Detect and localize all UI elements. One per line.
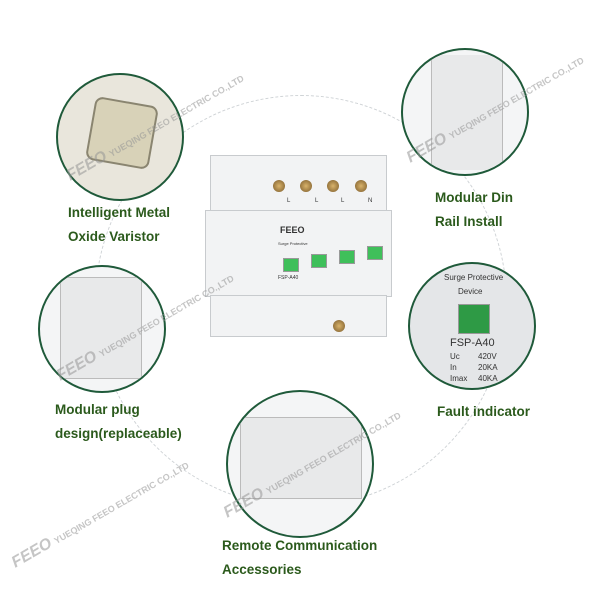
fault-indicator-detail-image: Surge Protective Device FSP-A40 Uc 420V … <box>408 262 536 390</box>
varistor-detail-image <box>56 73 184 201</box>
din-rail-detail-image <box>401 48 529 176</box>
feature-label-fault-indicator: Fault indicator <box>437 404 531 419</box>
fault-indicator-window <box>283 258 299 272</box>
surge-protector-product: L L L N FEEO Surge Protective FSP-A40 <box>205 150 395 340</box>
spec-key: Uc <box>450 352 460 361</box>
brand: FEEO <box>280 225 305 235</box>
modular-plug-detail-image <box>38 265 166 393</box>
device-subtitle2: Device <box>458 287 483 296</box>
terminal-label: L <box>287 198 291 204</box>
spec-value: 420V <box>478 352 497 361</box>
terminal-label: L <box>341 198 345 204</box>
spec-value: 20KA <box>478 363 498 372</box>
model: FSP-A40 <box>450 337 495 349</box>
spec-key: In <box>450 363 457 372</box>
device-subtitle: Surge Protective <box>444 273 504 282</box>
watermark: FEEOYUEQING FEEO ELECTRIC CO.,LTD <box>8 460 191 572</box>
model: FSP-A40 <box>278 275 299 281</box>
terminal-label: N <box>368 198 373 204</box>
spec-key: Imax <box>450 374 468 383</box>
remote-communication-detail-image <box>226 390 374 538</box>
spec-value: 40KA <box>478 374 498 383</box>
device-subtitle: Surge Protective <box>278 241 308 246</box>
terminal-label: L <box>315 198 319 204</box>
